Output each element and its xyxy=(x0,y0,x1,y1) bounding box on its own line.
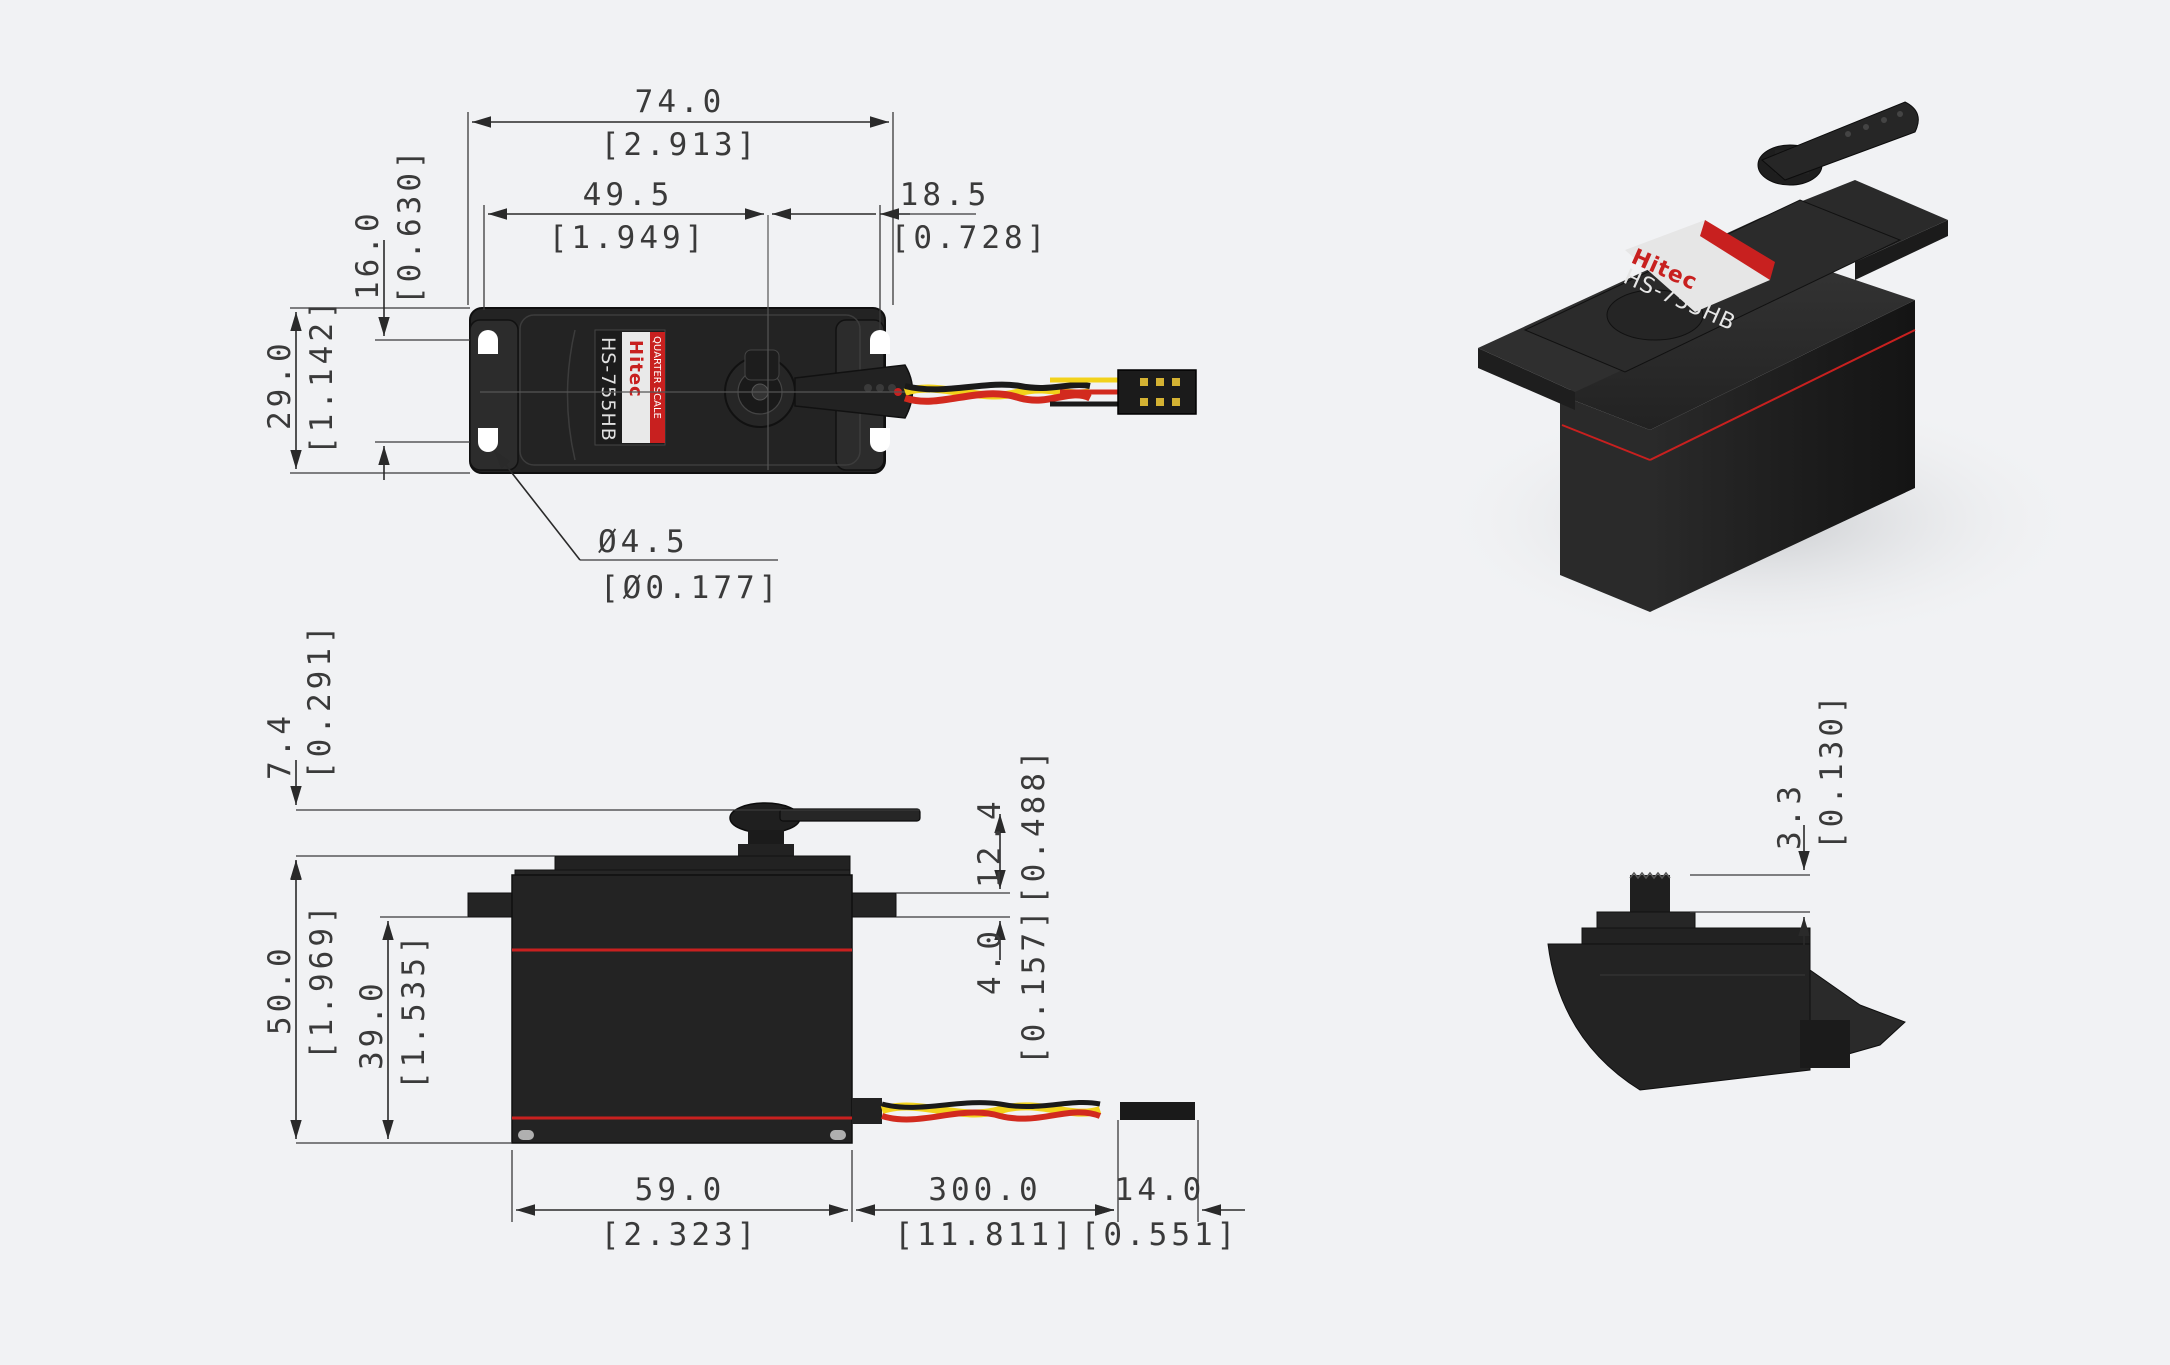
dim-side-wire-in: [11.811] xyxy=(894,1217,1075,1253)
dim-side-flange-thk-mm: 4.0 xyxy=(972,927,1008,995)
dim-top-shaft-mm: 18.5 xyxy=(900,177,991,213)
side-view: 7.4 [0.291] 50.0 [1.969] 39.0 [1.535] 12… xyxy=(262,621,1245,1253)
dim-hole-dia-mm: Ø4.5 xyxy=(598,524,689,560)
dim-top-width-in: [1.142] xyxy=(304,296,340,455)
dim-hole-dia-in: [Ø0.177] xyxy=(600,570,781,606)
dim-top-hole-offset-mm: 16.0 xyxy=(350,209,386,300)
servo-3d-render: Hitec HS-755HB xyxy=(1430,101,2090,650)
dim-side-height-mm: 50.0 xyxy=(262,944,298,1035)
dim-side-flange-top-mm: 12.4 xyxy=(972,797,1008,888)
dim-side-wire-mm: 300.0 xyxy=(928,1172,1041,1208)
dim-side-flange-thk-in: [0.157] xyxy=(1016,906,1052,1065)
servo-cable-side xyxy=(852,1098,1195,1124)
badge-text: QUARTER SCALE xyxy=(651,336,662,419)
dim-top-total-in: [2.913] xyxy=(601,127,760,163)
brand-logo-text: Hitec xyxy=(625,340,646,398)
dim-spline-in: [0.130] xyxy=(1814,691,1850,850)
dim-top-mount-mm: 49.5 xyxy=(583,177,674,213)
connector-plug xyxy=(1117,369,1197,415)
dim-top-hole-offset-in: [0.630] xyxy=(392,146,428,305)
dim-side-height-in: [1.969] xyxy=(304,901,340,1060)
product-label: Hitec HS-755HB QUARTER SCALE xyxy=(594,329,666,446)
dim-side-horn-in: [0.291] xyxy=(302,621,338,780)
dim-top-shaft-in: [0.728] xyxy=(891,220,1050,256)
dim-top-total-mm: 74.0 xyxy=(635,84,726,120)
top-view: Hitec HS-755HB QUARTER SCALE xyxy=(262,84,1197,606)
dim-side-conn-mm: 14.0 xyxy=(1115,1172,1206,1208)
dim-side-conn-in: [0.551] xyxy=(1081,1217,1240,1253)
dim-side-horn-mm: 7.4 xyxy=(262,712,298,780)
dim-spline-mm: 3.3 xyxy=(1772,782,1808,850)
dim-side-flange-top-in: [0.488] xyxy=(1016,746,1052,905)
dim-side-body-len-mm: 59.0 xyxy=(635,1172,726,1208)
end-view: 3.3 [0.130] xyxy=(1547,691,1906,1091)
servo-cable-top xyxy=(903,369,1197,415)
side-view-case xyxy=(511,874,853,1144)
model-text: HS-755HB xyxy=(597,337,619,442)
dim-top-mount-in: [1.949] xyxy=(549,220,708,256)
dim-side-flange-h-mm: 39.0 xyxy=(354,979,390,1070)
dim-side-flange-h-in: [1.535] xyxy=(396,931,432,1090)
dim-side-body-len-in: [2.323] xyxy=(601,1217,760,1253)
dim-top-width-mm: 29.0 xyxy=(262,339,298,430)
